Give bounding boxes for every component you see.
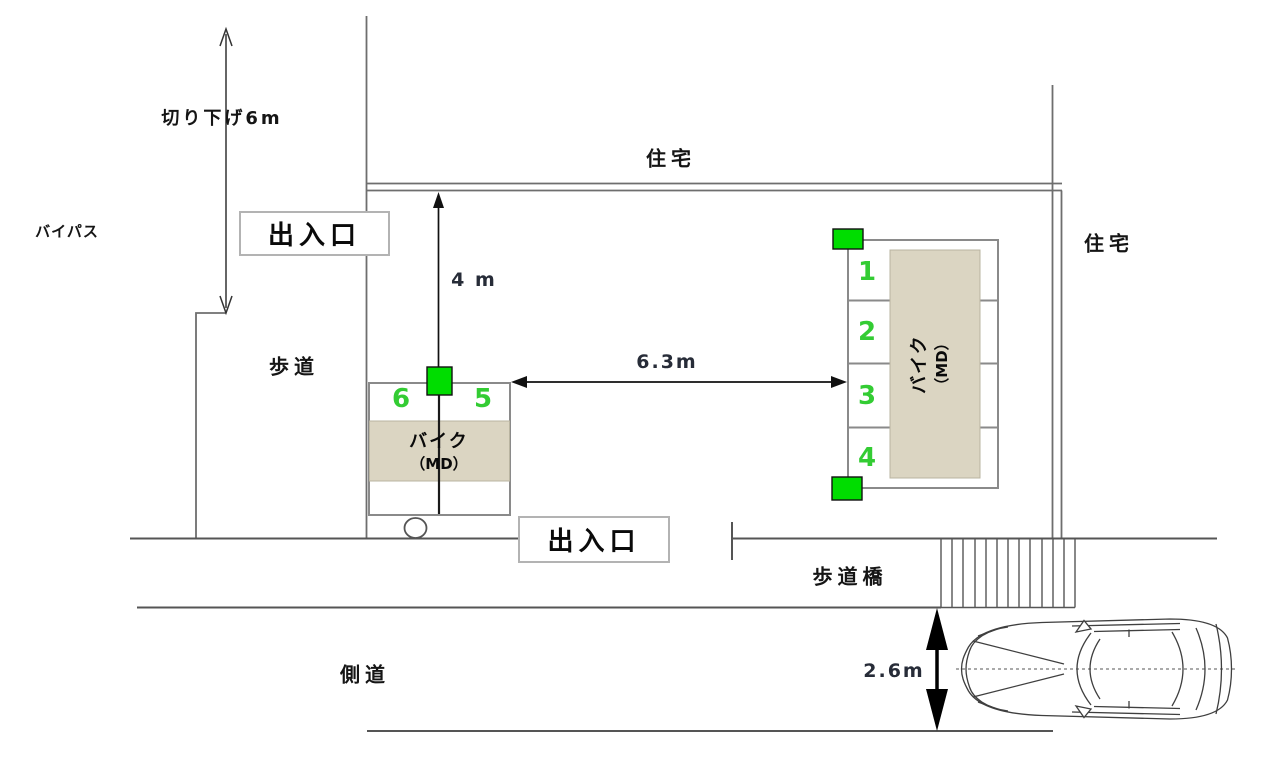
marker-right-top (832, 228, 864, 250)
parking-right-box (847, 239, 999, 489)
entrance-box-top: 出入口 (239, 211, 390, 256)
stand-right-line2: （MD） (933, 335, 952, 393)
curb-step-line (195, 312, 226, 538)
parking-left-stand-label: バイク （MD） (379, 426, 499, 478)
car-mirror-bottom (1074, 705, 1093, 719)
car-mirror-top (1074, 619, 1093, 633)
marker-right-bottom (831, 476, 863, 501)
spot-number-2: 2 (857, 317, 877, 347)
spot-number-5: 5 (473, 384, 493, 414)
label-bypass: バイパス (35, 222, 99, 241)
car-top-view (956, 618, 1236, 720)
label-residence-top: 住宅 (646, 146, 696, 171)
entrance-top-label: 出入口 (267, 221, 361, 251)
entrance-box-bottom: 出入口 (518, 516, 670, 563)
label-pedestrian-bridge: 歩道橋 (812, 564, 888, 589)
label-sidewalk: 歩道 (269, 354, 319, 379)
stand-left-line1: バイク (409, 430, 469, 452)
green-markers (426, 228, 864, 501)
dimension-arrow-6-3m (511, 376, 847, 388)
entrance-bottom-label: 出入口 (547, 527, 641, 557)
stand-right-line1: バイク (908, 334, 930, 394)
boundary-lines (195, 16, 1063, 538)
parking-right-stand (889, 249, 981, 479)
road-lines (130, 522, 1217, 732)
spot-number-4: 4 (857, 443, 877, 473)
dimension-arrow-2-6m (926, 608, 948, 731)
parking-left-box (368, 382, 511, 539)
curbcut-arrow (219, 26, 233, 316)
label-side-road: 側道 (340, 662, 390, 687)
stand-left-line2: （MD） (410, 455, 468, 474)
spot-number-6: 6 (391, 384, 411, 414)
marker-left-stand (426, 366, 453, 396)
spot-number-3: 3 (857, 381, 877, 411)
label-residence-right: 住宅 (1084, 231, 1134, 256)
dimension-text-2-6m: 2.6m (863, 660, 925, 682)
pedestrian-bridge-stairs (940, 538, 1076, 609)
spot-number-1: 1 (857, 257, 877, 287)
parking-right-stand-label: バイク （MD） (902, 304, 958, 424)
dimension-text-6-3m: 6.3m (636, 351, 698, 373)
dimension-text-4m: 4 m (451, 269, 497, 291)
dimension-arrow-4m (433, 192, 444, 367)
wheel-stopper-circle (403, 517, 428, 539)
label-curb-cut: 切り下げ6m (161, 108, 283, 129)
